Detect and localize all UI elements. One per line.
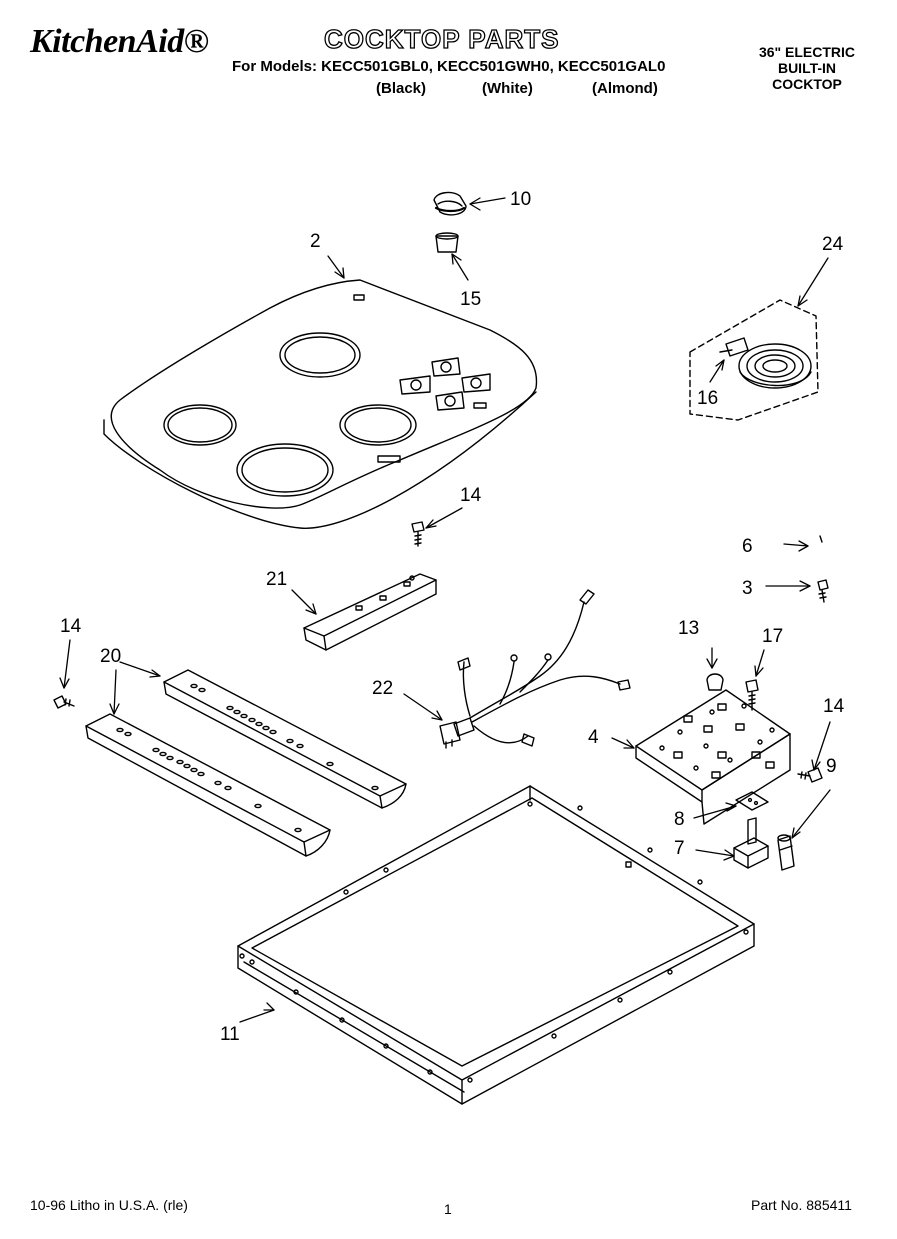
callout-label: 3 <box>742 578 753 599</box>
models-line: For Models: KECC501GBL0, KECC501GWH0, KE… <box>232 58 666 75</box>
callout-label: 8 <box>674 809 685 830</box>
callout-label: 16 <box>697 388 718 409</box>
clip-part <box>819 535 823 543</box>
callout-label: 24 <box>822 234 844 255</box>
callout-label: 15 <box>460 289 481 310</box>
knob-part <box>433 191 467 216</box>
screw-part <box>797 767 823 783</box>
spec-line: BUILT-IN <box>777 60 837 76</box>
callout-labels: 10 2 15 24 16 14 6 3 21 13 17 14 20 22 1… <box>60 189 845 1045</box>
callout-label: 4 <box>588 727 599 748</box>
screw-part <box>817 579 829 603</box>
callout-label: 7 <box>674 838 685 859</box>
callout-label: 22 <box>372 678 393 699</box>
terminal-block-part <box>733 817 769 869</box>
color-label-black: (Black) <box>376 80 427 97</box>
element-assembly-part <box>689 299 819 421</box>
color-label-almond: (Almond) <box>592 80 658 97</box>
product-spec: 36" ELECTRIC BUILT-IN COCKTOP <box>752 44 862 92</box>
callout-label: 14 <box>60 616 82 637</box>
cooktop-box-part <box>237 785 755 1105</box>
callout-label: 17 <box>762 626 783 647</box>
spec-line: 36" ELECTRIC <box>758 44 856 60</box>
terminal-bracket-part <box>635 689 791 825</box>
callout-label: 9 <box>826 756 837 777</box>
screw-part <box>745 679 759 711</box>
plug-part <box>706 673 724 691</box>
knob-seat-part <box>435 232 459 253</box>
control-knob-openings <box>399 357 491 411</box>
callout-label: 13 <box>678 618 699 639</box>
screw-part <box>411 521 425 547</box>
print-info: 10-96 Litho in U.S.A. (rle) <box>30 1197 188 1213</box>
rail-bracket-part <box>163 669 407 809</box>
cooktop-glass-part <box>103 279 538 529</box>
callout-label: 2 <box>310 231 321 252</box>
screw-part <box>53 695 75 709</box>
brand-logo: KitchenAid® <box>30 23 209 60</box>
part-number: Part No. 885411 <box>751 1197 852 1213</box>
leader-lines <box>59 197 831 1023</box>
page-title: COCKTOP PARTS <box>323 23 560 54</box>
callout-label: 6 <box>742 536 753 557</box>
bracket-part <box>303 573 437 651</box>
callout-label: 20 <box>100 646 121 667</box>
wire-harness-part <box>439 589 631 749</box>
spec-line: COCKTOP <box>772 76 842 92</box>
pin-part <box>777 834 795 871</box>
page-number: 1 <box>444 1201 452 1217</box>
callout-label: 14 <box>460 485 482 506</box>
callout-label: 10 <box>510 189 531 210</box>
callout-label: 14 <box>823 696 845 717</box>
rail-bracket-part <box>85 713 331 857</box>
color-label-white: (White) <box>482 80 533 97</box>
callout-label: 11 <box>220 1024 240 1045</box>
plate-part <box>735 791 769 811</box>
callout-label: 21 <box>266 569 287 590</box>
